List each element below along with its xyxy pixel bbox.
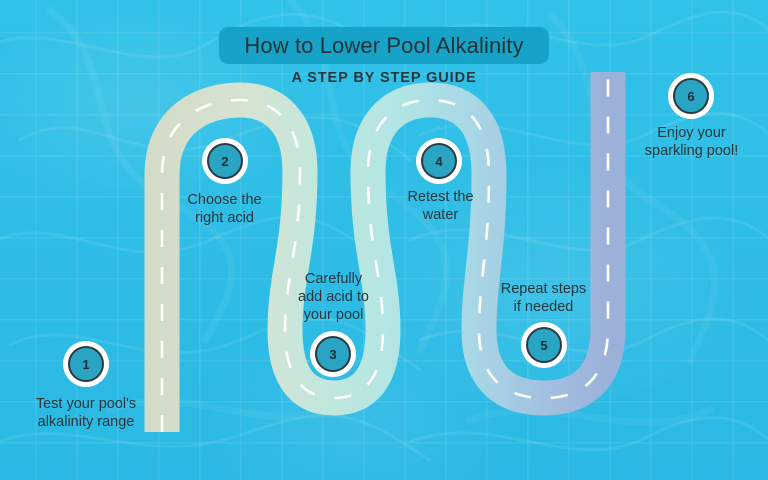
step-caption-3: Carefully add acid to your pool [298, 271, 369, 323]
step-badge-6[interactable]: 6 [673, 78, 709, 114]
title-plate [219, 27, 549, 64]
step-badge-1[interactable]: 1 [68, 346, 104, 382]
step-caption-5: Repeat steps if needed [500, 281, 587, 315]
step-caption-2: Choose the right acid [187, 192, 262, 226]
step-badge-5[interactable]: 5 [526, 327, 562, 363]
page-subtitle: A STEP BY STEP GUIDE [291, 70, 477, 86]
step-caption-4: Retest the water [407, 189, 474, 223]
step-caption-6: Enjoy your sparkling pool! [644, 125, 739, 159]
step-caption-1: Test your pool's alkalinity range [35, 396, 137, 430]
step-badge-4[interactable]: 4 [421, 143, 457, 179]
step-badge-2[interactable]: 2 [207, 143, 243, 179]
page-title: How to Lower Pool Alkalinity [244, 32, 524, 58]
step-badge-3[interactable]: 3 [315, 336, 351, 372]
